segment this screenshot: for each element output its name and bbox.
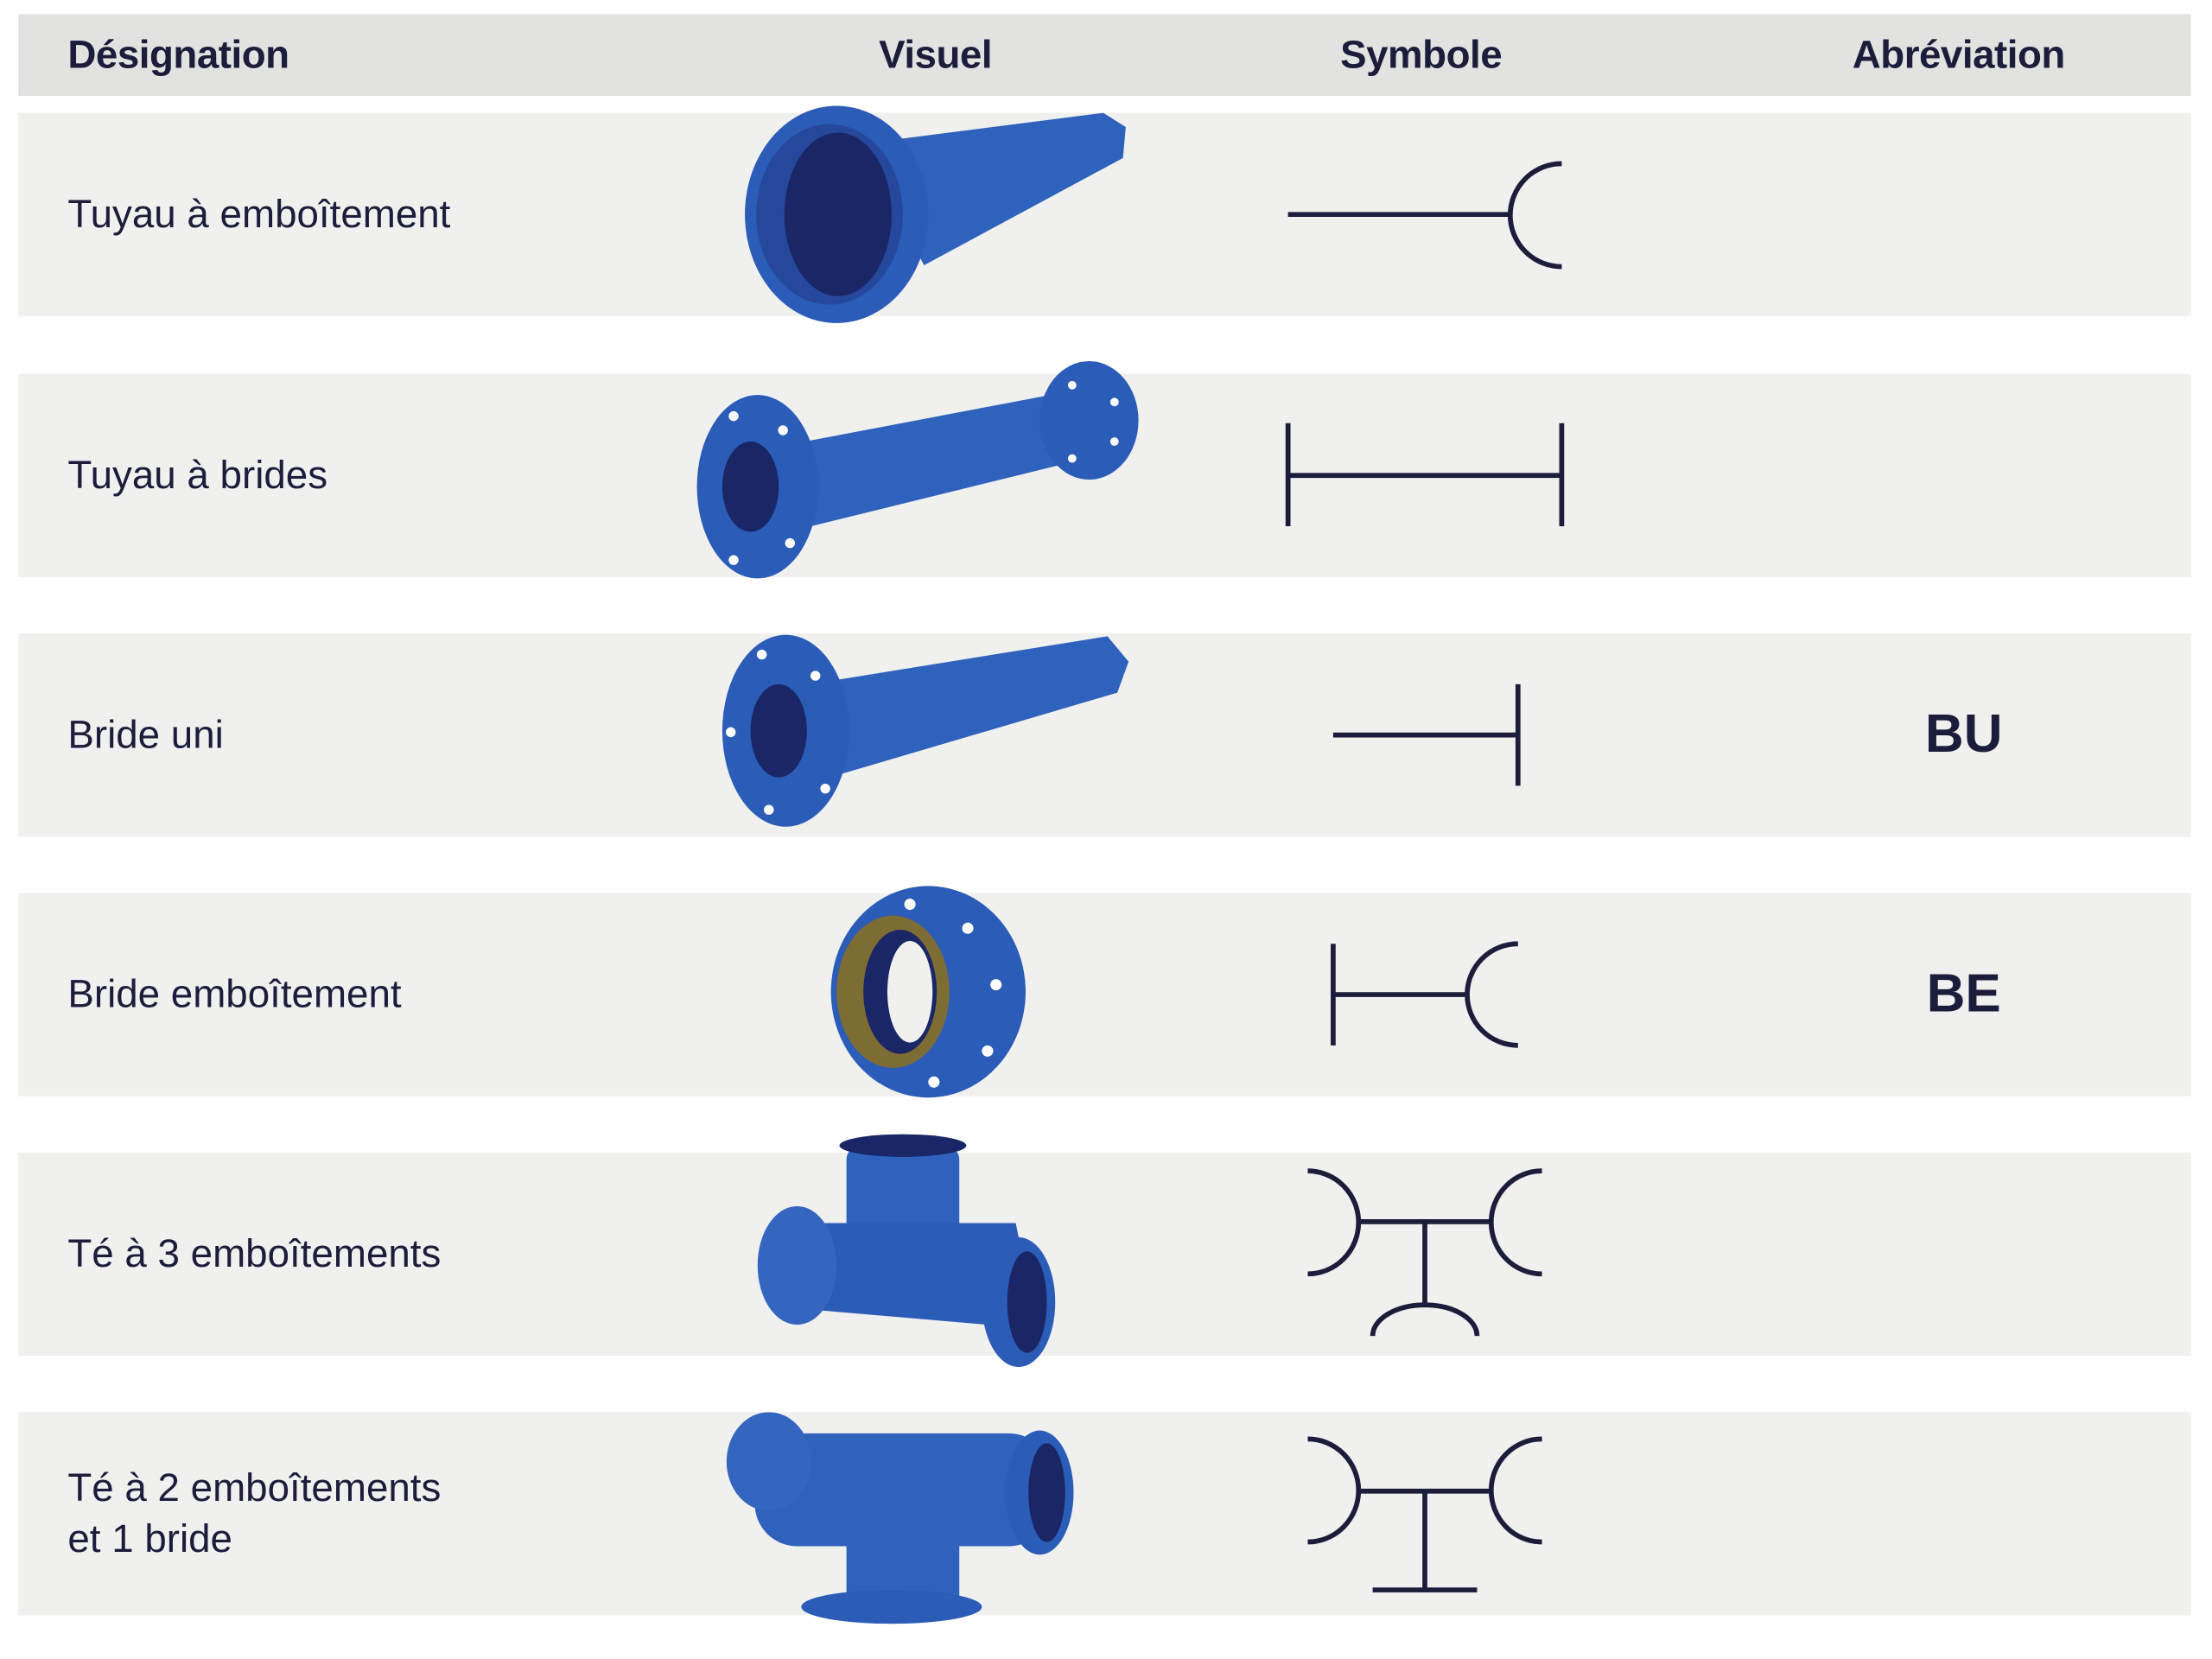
designation: Té à 2 emboîtements et 1 bride: [67, 1465, 442, 1560]
table-row: Tuyau à emboîtement: [18, 105, 2191, 323]
socket-pipe-icon: [745, 105, 1126, 323]
abbreviation: BE: [1926, 963, 2001, 1024]
table-row: Té à 2 emboîtements et 1 bride: [18, 1412, 2191, 1624]
table-header: Désignation Visuel Symbole Abréviation: [18, 14, 2191, 97]
table-row: Bride uni BU: [18, 633, 2191, 837]
flange-spigot-symbol-icon: [1332, 683, 1521, 786]
designation: Té à 3 emboîtements: [67, 1231, 442, 1275]
flange-socket-icon: [830, 886, 1026, 1098]
designation: Tuyau à brides: [67, 453, 328, 497]
header-abbreviation: Abréviation: [1852, 32, 2066, 77]
flange-spigot-icon: [721, 634, 1129, 827]
header-visual: Visuel: [879, 32, 993, 77]
tee-two-sockets-flange-symbol-icon: [1307, 1436, 1542, 1592]
flanged-pipe-icon: [696, 360, 1139, 579]
abbreviation: [1822, 374, 2105, 577]
header-designation: Désignation: [67, 32, 289, 77]
table-row: Bride emboîtement BE: [18, 886, 2191, 1098]
header-symbol: Symbole: [1340, 32, 1503, 77]
abbreviation: BU: [1924, 704, 2003, 765]
tee-two-sockets-flange-icon: [726, 1412, 1074, 1624]
flange-socket-symbol-icon: [1331, 941, 1518, 1048]
tee-three-sockets-symbol-icon: [1307, 1168, 1542, 1337]
socket-symbol-icon: [1287, 161, 1562, 270]
abbreviation: [1822, 1153, 2105, 1356]
tee-three-sockets-icon: [757, 1134, 1056, 1368]
designation: Bride uni: [67, 712, 224, 757]
abbreviation: [1822, 1412, 2105, 1615]
table-row: Té à 3 emboîtements: [18, 1134, 2191, 1368]
abbreviation: [1822, 113, 2105, 316]
designation: Tuyau à emboîtement: [67, 192, 451, 236]
designation: Bride emboîtement: [67, 971, 402, 1016]
double-flange-symbol-icon: [1285, 423, 1565, 526]
table-row: Tuyau à brides: [18, 360, 2191, 579]
